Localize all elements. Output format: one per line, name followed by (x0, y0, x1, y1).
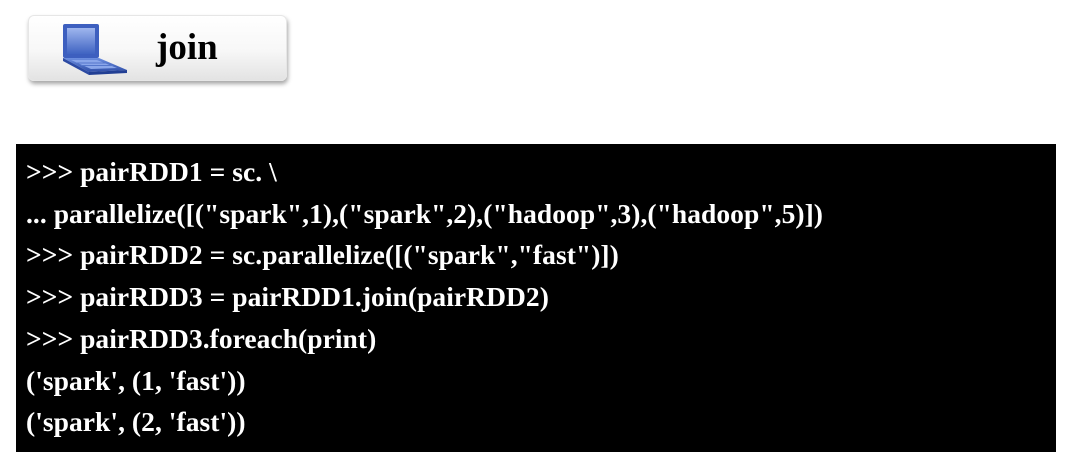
output-line: ('spark', (1, 'fast')) (26, 364, 246, 396)
output-line: ('spark', (2, 'fast')) (26, 406, 246, 438)
title-badge: join (28, 15, 287, 81)
page-title: join (156, 27, 218, 68)
code-line: >>> pairRDD1 = sc. \ (26, 156, 277, 187)
code-line: >>> pairRDD2 = sc.parallelize([("spark",… (26, 239, 619, 271)
laptop-icon (63, 24, 127, 75)
code-line: >>> pairRDD3 = pairRDD1.join(pairRDD2) (26, 281, 549, 313)
code-line: ... parallelize([("spark",1),("spark",2)… (26, 197, 823, 229)
code-line: >>> pairRDD3.foreach(print) (26, 322, 377, 354)
code-block: >>> pairRDD1 = sc. \ ... parallelize([("… (16, 144, 1056, 452)
